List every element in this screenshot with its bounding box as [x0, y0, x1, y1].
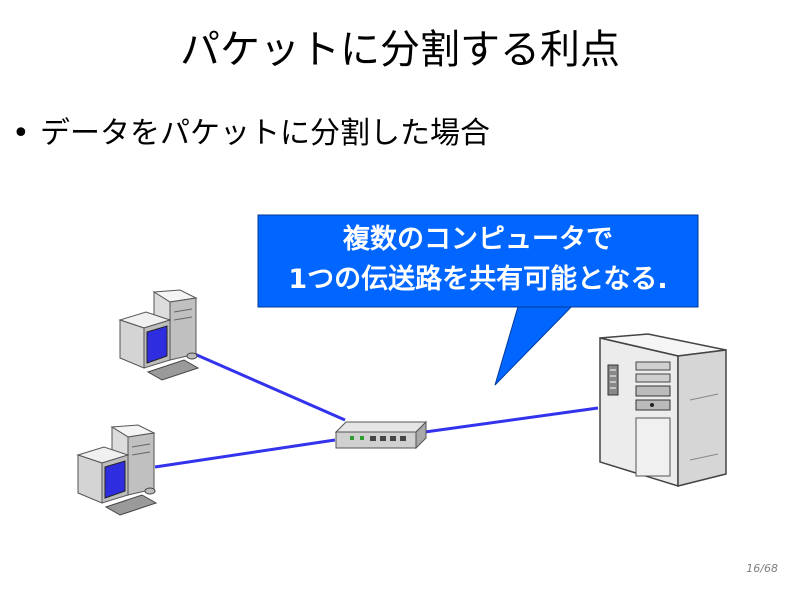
- callout-box: [257, 214, 699, 308]
- desktop-computer-icon: [118, 289, 200, 381]
- desktop-computer-icon: [76, 424, 158, 516]
- bullet-item: • データをパケットに分割した場合: [12, 110, 490, 158]
- network-hub-icon: [334, 420, 428, 450]
- callout-text: 複数のコンピュータで 1つの伝送路を共有可能となる.: [258, 220, 698, 300]
- page-number: 16/68: [746, 562, 778, 575]
- callout-line-1: 複数のコンピュータで: [343, 224, 613, 255]
- bullet-mark: •: [12, 116, 30, 151]
- link-line-top: [189, 350, 346, 422]
- server-tower-icon: [599, 333, 727, 488]
- callout-line-2: 1つの伝送路を共有可能となる.: [288, 264, 668, 295]
- link-line-server: [424, 406, 599, 434]
- page-total: 68: [764, 562, 778, 575]
- callout-tail: [494, 299, 580, 386]
- bullet-text: データをパケットに分割した場合: [40, 116, 490, 151]
- page-current: 16: [746, 562, 761, 575]
- slide-title: パケットに分割する利点: [180, 27, 620, 73]
- link-line-bottom: [154, 438, 336, 469]
